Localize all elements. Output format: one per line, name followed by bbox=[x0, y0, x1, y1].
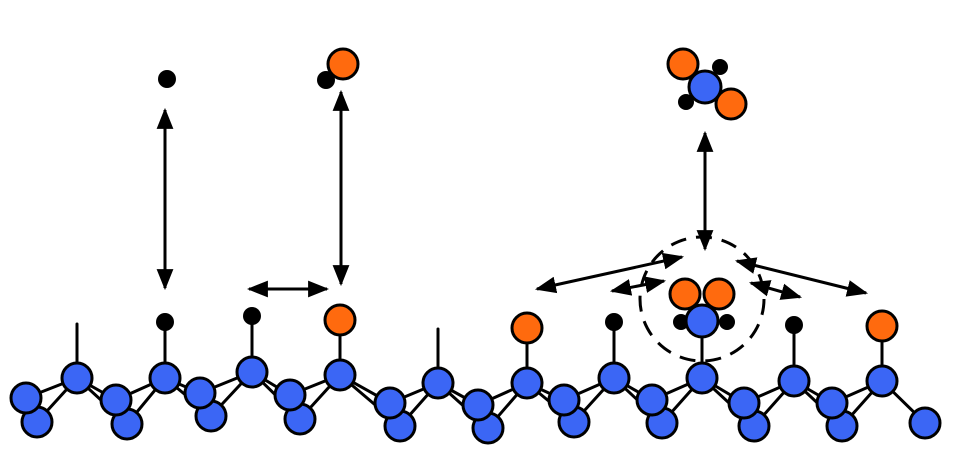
surface-hydrogen bbox=[156, 313, 174, 331]
substrate-atom bbox=[727, 386, 761, 420]
cluster-oxygen bbox=[668, 277, 702, 311]
substrate-atom bbox=[148, 361, 182, 395]
substrate-atom bbox=[373, 386, 407, 420]
substrate-atom bbox=[908, 406, 942, 440]
substrate-atom bbox=[60, 361, 94, 395]
substrate-atom bbox=[183, 376, 217, 410]
substrate-atom bbox=[635, 383, 669, 417]
substrate-atom bbox=[815, 386, 849, 420]
substrate-atom bbox=[9, 381, 43, 415]
substrate-atom bbox=[235, 355, 269, 389]
cluster-center-atom bbox=[684, 303, 720, 339]
gas-cluster-center-atom bbox=[687, 69, 723, 105]
substrate-atom bbox=[777, 364, 811, 398]
atom-layer bbox=[9, 47, 942, 445]
surface-hydrogen bbox=[243, 307, 261, 325]
cluster-exchange-arrow bbox=[748, 280, 803, 300]
gas-hydrogen bbox=[158, 70, 176, 88]
substrate-atom bbox=[273, 378, 307, 412]
surface-oxygen bbox=[323, 303, 357, 337]
substrate-atom bbox=[547, 383, 581, 417]
gas-cluster-oxygen bbox=[714, 87, 748, 121]
gas-oh-hydrogen bbox=[317, 71, 335, 89]
cluster-oxygen bbox=[702, 277, 736, 311]
substrate-atom bbox=[865, 364, 899, 398]
cluster-exchange-arrow bbox=[609, 276, 667, 296]
substrate-atom bbox=[323, 358, 357, 392]
cluster-exchange-arrow bbox=[734, 257, 869, 297]
surface-hydrogen bbox=[785, 316, 803, 334]
gas-cluster-oxygen bbox=[666, 47, 700, 81]
substrate-atom bbox=[685, 361, 719, 395]
gas-oh-oxygen bbox=[326, 47, 360, 81]
substrate-atom bbox=[510, 366, 544, 400]
surface-hydrogen bbox=[605, 313, 623, 331]
cluster-exchange-arrow bbox=[534, 252, 685, 294]
substrate-atom bbox=[421, 366, 455, 400]
surface-oxygen bbox=[510, 311, 544, 345]
surface-oxygen bbox=[865, 309, 899, 343]
substrate-atom bbox=[597, 361, 631, 395]
substrate-atom bbox=[99, 383, 133, 417]
arrow-layer bbox=[156, 89, 869, 363]
cluster-hydrogen bbox=[719, 314, 735, 330]
substrate-atom bbox=[461, 388, 495, 422]
gas-cluster-hydrogen bbox=[678, 94, 694, 110]
gas-cluster-hydrogen bbox=[712, 59, 728, 75]
